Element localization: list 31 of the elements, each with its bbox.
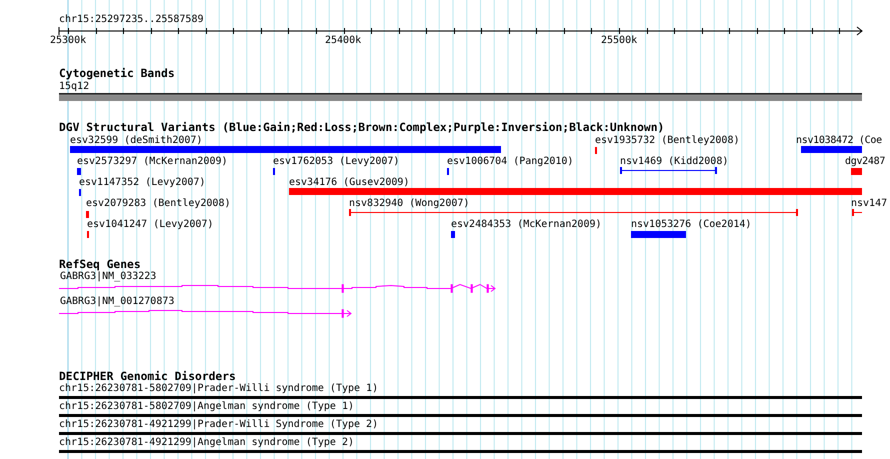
track-title: Cytogenetic Bands: [59, 68, 175, 80]
tick-label: 25500k: [601, 35, 638, 46]
disorder-label: chr15:26230781-5802709|Angelman syndrome (Type 1): [59, 401, 354, 412]
track-title: DGV Structural Variants (Blue:Gain;Red:Loss;Brown:Complex;Purple:Inversion;Black:Unknown): [59, 122, 664, 134]
coordinate-label: chr15:25297235..25587589: [59, 14, 204, 25]
disorder-label: chr15:26230781-5802709|Prader-Willi syndrome (Type 1): [59, 383, 378, 394]
variant-label: esv1006704 (Pang2010): [447, 156, 574, 167]
gene-label: GABRG3|NM_001270873: [60, 296, 174, 307]
variant-label: nsv1469 (Kidd2008): [620, 156, 728, 167]
variant-label: dgv2487: [845, 156, 886, 167]
variant-label: nsv1038472 (Coe: [796, 135, 882, 146]
variant-label: esv34176 (Gusev2009): [289, 177, 410, 188]
track-title: DECIPHER Genomic Disorders: [59, 371, 236, 383]
tick-label: 25300k: [50, 35, 86, 46]
tick-label: 25400k: [325, 35, 362, 46]
variant-label: esv1041247 (Levy2007): [87, 219, 214, 230]
variant-label: esv1935732 (Bentley2008): [595, 135, 740, 146]
track-title: RefSeq Genes: [59, 259, 141, 271]
disorder-label: chr15:26230781-4921299|Angelman syndrome (Type 2): [59, 437, 354, 448]
variant-label: nsv147: [851, 198, 888, 209]
variant-label: esv32599 (deSmith2007): [70, 135, 202, 146]
gene-label: GABRG3|NM_033223: [60, 271, 156, 282]
variant-label: esv1147352 (Levy2007): [79, 177, 206, 188]
band-label: 15q12: [59, 81, 90, 92]
disorder-label: chr15:26230781-4921299|Prader-Willi Syndrome (Type 2): [59, 419, 378, 430]
variant-label: esv1762053 (Levy2007): [273, 156, 400, 167]
variant-label: nsv1053276 (Coe2014): [631, 219, 752, 230]
variant-label: esv2079283 (Bentley2008): [86, 198, 230, 209]
variant-label: nsv832940 (Wong2007): [349, 198, 470, 209]
variant-label: esv2484353 (McKernan2009): [451, 219, 602, 230]
variant-label: esv2573297 (McKernan2009): [77, 156, 228, 167]
